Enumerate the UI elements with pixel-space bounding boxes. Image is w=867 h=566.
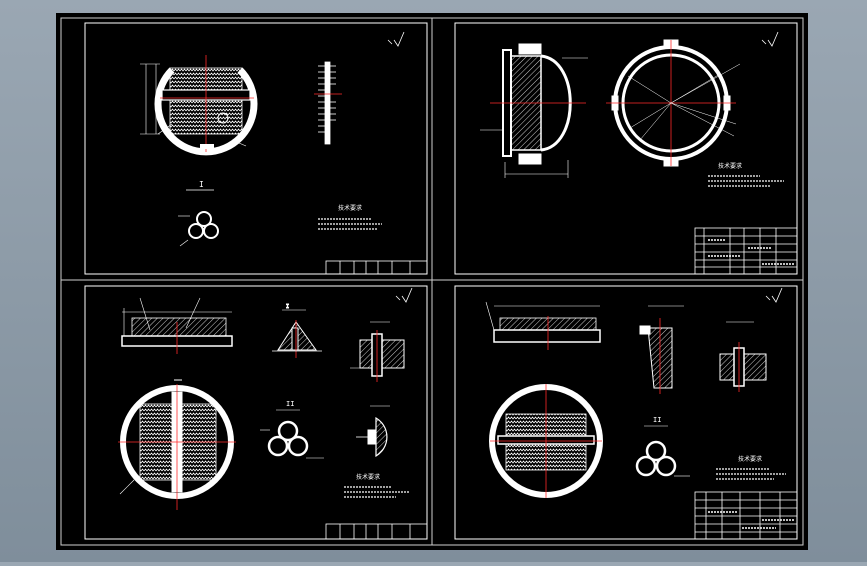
svg-text:I: I [286, 304, 289, 310]
roughness-symbol [387, 31, 405, 47]
detail-label-I: I [186, 180, 214, 191]
svg-text:II: II [286, 400, 294, 408]
title-block [694, 491, 798, 540]
ring-detail: II [260, 400, 324, 459]
section-B-detail [350, 321, 405, 382]
technical-notes: 技术要求 [344, 473, 410, 498]
technical-notes: 技术要求 [708, 162, 784, 187]
comb-bar-view [485, 301, 601, 350]
svg-text:技术要求: 技术要求 [356, 473, 380, 481]
svg-text:技术要求: 技术要求 [738, 455, 762, 463]
demister-pad-view [140, 55, 258, 156]
sheet-frame [454, 22, 798, 275]
ring-detail: II [635, 416, 690, 477]
sheet-frame [84, 22, 428, 275]
technical-notes: 技术要求 [716, 455, 786, 480]
section-A-detail [639, 305, 684, 394]
vessel-ring-front-view [606, 39, 741, 167]
sheet-frame [84, 285, 428, 540]
svg-text:II: II [653, 416, 661, 424]
sheet-bottom-right: II 技术要求 [454, 285, 798, 540]
sheet-frame [454, 285, 798, 540]
svg-text:技术要求: 技术要求 [718, 162, 742, 170]
section-B-detail [719, 321, 767, 392]
title-block [325, 260, 428, 275]
comb-side-view [314, 61, 342, 145]
technical-notes: 技术要求 [318, 204, 382, 230]
sheet-bottom-left: I II 技术要求 [84, 285, 428, 540]
comb-bar-view [121, 297, 233, 354]
ring-detail [178, 211, 219, 247]
vessel-side-section [480, 43, 588, 178]
roughness-symbol [395, 287, 413, 303]
title-block [325, 523, 428, 540]
roughness-symbol [761, 31, 779, 47]
round-pad-view [118, 379, 236, 510]
roughness-symbol [765, 287, 783, 303]
half-disc-detail [356, 405, 390, 458]
svg-text:I: I [199, 180, 204, 189]
title-block [694, 227, 798, 275]
svg-text:技术要求: 技术要求 [338, 204, 362, 212]
round-pad-view [489, 384, 603, 498]
sheet-top-right: 技术要求 [454, 22, 798, 275]
sheet-top-left: I 技术要求 [84, 22, 428, 275]
section-A-detail: I [272, 304, 322, 358]
